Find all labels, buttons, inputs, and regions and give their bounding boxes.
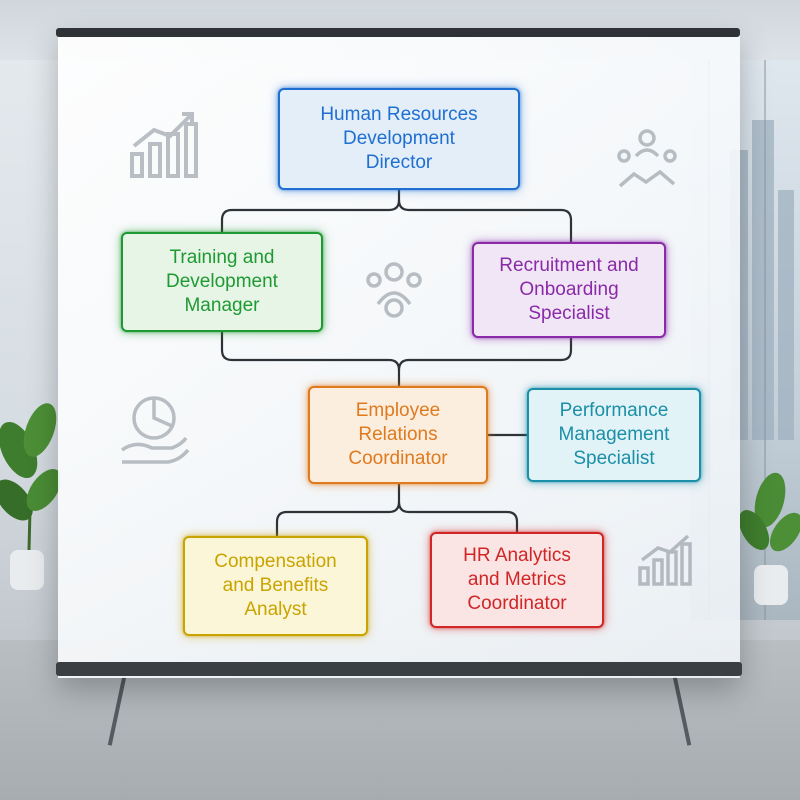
node-training-manager: Training and Development Manager bbox=[121, 232, 323, 332]
connector-relations-compensation bbox=[275, 484, 401, 536]
connector-training-relations bbox=[220, 332, 401, 386]
node-performance-label: Performance Management Specialist bbox=[558, 400, 670, 469]
node-compensation-label: Compensation and Benefits Analyst bbox=[214, 551, 337, 620]
node-recruitment-label: Recruitment and Onboarding Specialist bbox=[499, 255, 639, 324]
building bbox=[778, 190, 794, 440]
node-recruitment-specialist: Recruitment and Onboarding Specialist bbox=[472, 242, 666, 338]
hand-pie-chart-icon bbox=[120, 396, 190, 464]
connector-director-training bbox=[220, 190, 401, 232]
screen-bottom-bar bbox=[56, 662, 742, 676]
connector-recruitment-relations bbox=[397, 338, 573, 371]
node-performance-specialist: Performance Management Specialist bbox=[527, 388, 701, 482]
node-compensation-analyst: Compensation and Benefits Analyst bbox=[183, 536, 368, 636]
building bbox=[752, 120, 774, 440]
bar-growth-icon bbox=[638, 534, 692, 586]
plant-left bbox=[0, 403, 60, 590]
bar-growth-icon bbox=[130, 112, 198, 178]
connector-director-recruitment bbox=[397, 199, 573, 242]
node-analytics-label: HR Analytics and Metrics Coordinator bbox=[463, 545, 571, 614]
node-employee-relations: Employee Relations Coordinator bbox=[308, 386, 488, 484]
connector-relations-analytics bbox=[397, 501, 519, 532]
team-gear-icon bbox=[366, 262, 422, 318]
window-frame bbox=[764, 60, 766, 620]
node-director: Human Resources Development Director bbox=[278, 88, 520, 190]
node-analytics-coordinator: HR Analytics and Metrics Coordinator bbox=[430, 532, 604, 628]
screen-top-bar bbox=[56, 28, 740, 37]
node-training-label: Training and Development Manager bbox=[166, 247, 278, 316]
plant-right bbox=[740, 472, 800, 605]
node-relations-label: Employee Relations Coordinator bbox=[348, 400, 448, 469]
node-director-label: Human Resources Development Director bbox=[320, 104, 478, 173]
team-handshake-icon bbox=[617, 129, 677, 188]
